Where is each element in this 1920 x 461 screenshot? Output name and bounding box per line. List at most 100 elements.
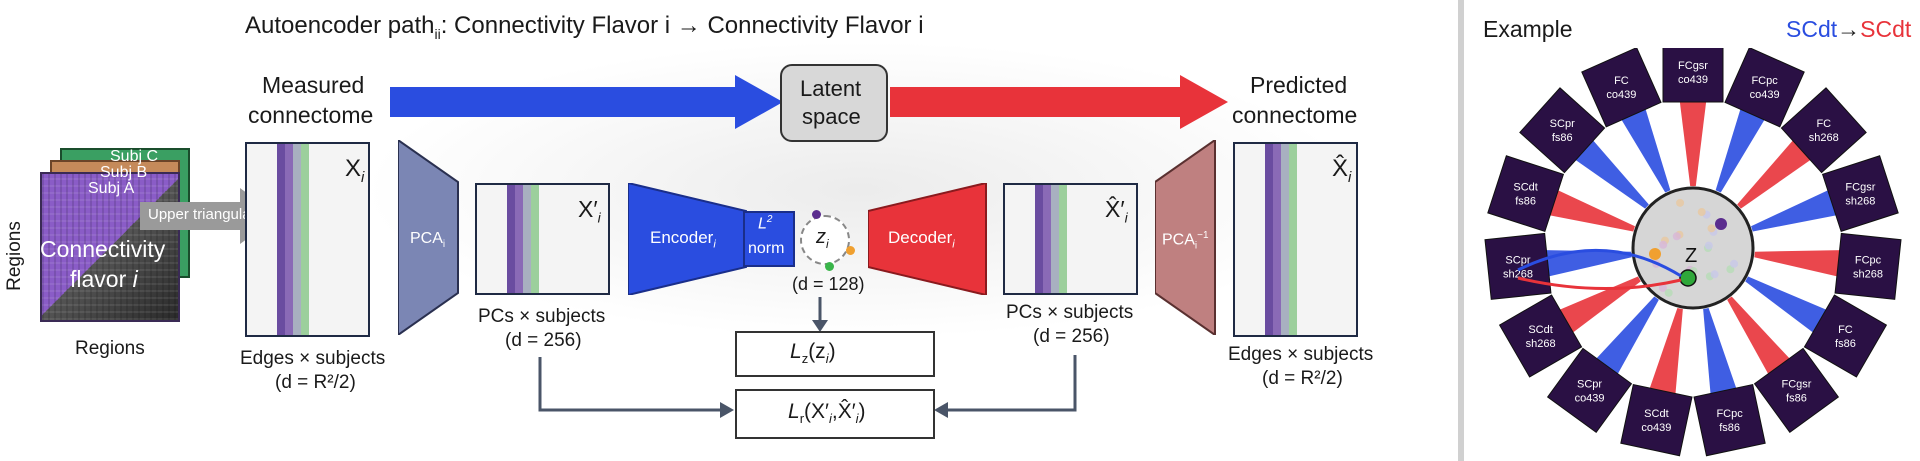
connectome-tile-line2: co439	[1606, 89, 1636, 101]
connectome-tile-line2: co439	[1678, 74, 1708, 86]
connectome-tile-bg	[1662, 48, 1724, 103]
x-hat-prime-i-panel	[1003, 183, 1138, 295]
connectome-tile-line1: FC	[1838, 324, 1853, 336]
x-hat-i-panel	[1233, 142, 1358, 337]
latent-dot	[1658, 283, 1667, 292]
connectome-tile: FCgsr co439	[1662, 48, 1724, 103]
loss-connectors	[538, 297, 1077, 418]
connectome-tile-line2: sh268	[1845, 196, 1875, 208]
z-dim-label: (d = 128)	[792, 274, 865, 294]
upper-triangular-arrow	[140, 188, 278, 244]
connectome-tile-bg	[1834, 232, 1902, 300]
connectome-tile-line2: co439	[1575, 392, 1605, 404]
connectome-tile-bg	[1581, 48, 1662, 128]
latent-dot-purple	[1715, 218, 1727, 230]
connectome-tile-line2: sh268	[1809, 132, 1839, 144]
connectome-tile-line2: fs86	[1515, 196, 1536, 208]
connectome-tile: FC co439	[1581, 48, 1662, 128]
l2-norm-label: norm	[748, 240, 785, 257]
connectome-tile-line2: co439	[1641, 422, 1671, 434]
connectome-tile-line2: sh268	[1853, 268, 1883, 280]
connectome-tile-line1: FCgsr	[1781, 378, 1811, 390]
loss-z-label: Lz(zi)	[790, 340, 836, 367]
latent-dot-orange	[1649, 248, 1661, 260]
x-hat-i-label: X̂i	[1332, 155, 1352, 186]
example-decode-arrow	[1517, 276, 1682, 291]
latent-dot	[1672, 232, 1681, 241]
decoder-label: Decoderi	[888, 228, 955, 251]
connectome-tile: FCpc sh268	[1834, 232, 1902, 300]
connectome-tile-line1: FCpc	[1855, 254, 1882, 266]
panel-divider	[1458, 0, 1464, 461]
latent-dot	[1730, 259, 1739, 268]
loss-r-label: Lr(X′i,X̂′i)	[788, 400, 866, 427]
pcs-label-left-1: PCs × subjects	[478, 306, 606, 327]
connectome-tile: FCpc co439	[1724, 48, 1805, 128]
measured-label-1: Measured	[262, 72, 365, 98]
wheel-spoke	[1558, 276, 1641, 334]
latent-center-label: Z	[1685, 245, 1697, 267]
connectome-tile-line1: FCpc	[1751, 75, 1778, 87]
connectome-tile: SCpr fs86	[1519, 87, 1606, 174]
connectome-tile-line1: SCpr	[1505, 254, 1530, 266]
connectome-tile-bg	[1498, 294, 1583, 378]
connectome-tile: SCdt fs86	[1487, 155, 1565, 233]
wheel-spoke	[1649, 308, 1683, 395]
pca-inverse-label: PCAi−1	[1162, 230, 1209, 252]
subj-b-label: Subj B	[100, 164, 148, 181]
connectome-tile-line2: fs86	[1786, 392, 1807, 404]
l2-norm-sup: L2	[758, 214, 773, 233]
edges-label-1: Edges × subjects	[240, 348, 386, 369]
connectome-tile-bg	[1821, 155, 1899, 233]
pcs-label-right-1: PCs × subjects	[1006, 302, 1134, 323]
example-title: Example	[1483, 16, 1573, 42]
latent-dot-orange	[846, 246, 855, 255]
connectome-tile-line2: fs86	[1719, 422, 1740, 434]
connectome-tile-line1: SCdt	[1644, 408, 1668, 420]
connectome-tile-line1: SCpr	[1577, 378, 1602, 390]
wheel-spoke	[1737, 139, 1812, 209]
connectome-tile-bg	[1693, 383, 1766, 457]
connectome-tile-bg	[1620, 383, 1693, 457]
subj-c-label: Subj C	[110, 148, 159, 165]
pcs-label-right-2: (d = 256)	[1033, 326, 1110, 347]
x-prime-i-panel	[475, 183, 610, 295]
measured-label-2: connectome	[248, 102, 374, 128]
wheel-spoke	[1703, 308, 1737, 395]
latent-dot	[1704, 241, 1713, 250]
connectome-tile: SCpr co439	[1546, 347, 1633, 433]
connectome-tile-bg	[1803, 294, 1888, 378]
connectome-tile-line1: SCdt	[1528, 324, 1552, 336]
latent-dot	[1659, 240, 1668, 249]
connectome-tile-line2: sh268	[1503, 268, 1533, 280]
decoder-block	[868, 183, 987, 295]
latent-dot-green	[825, 262, 834, 271]
encoder-block	[628, 183, 747, 295]
wheel-spoke	[1574, 139, 1649, 209]
connectome-tile-line1: FCgsr	[1678, 60, 1708, 72]
connectome-tile-line1: SCdt	[1513, 182, 1537, 194]
x-hat-prime-i-label: X̂′i	[1105, 196, 1128, 226]
wheel-spoke	[1548, 189, 1635, 232]
x-axis-label: Regions	[75, 338, 145, 359]
wheel-spoke	[1620, 107, 1671, 193]
latent-dot	[1710, 270, 1719, 279]
connectome-tile-bg	[1724, 48, 1805, 128]
x-i-label: Xi	[345, 155, 365, 186]
connectome-tile-line1: FCgsr	[1845, 182, 1875, 194]
l2-norm-box	[743, 211, 795, 267]
pca-inverse-block	[1155, 140, 1216, 335]
connectome-tile: SCdt co439	[1620, 383, 1693, 457]
wheel-spoke	[1715, 107, 1766, 193]
connectome-tile-line2: co439	[1750, 89, 1780, 101]
connectome-tile-line1: FC	[1614, 75, 1629, 87]
connectome-tile-line2: fs86	[1552, 132, 1573, 144]
connectome-tile-bg	[1753, 347, 1840, 433]
connectome-tile-line1: SCpr	[1550, 118, 1575, 130]
